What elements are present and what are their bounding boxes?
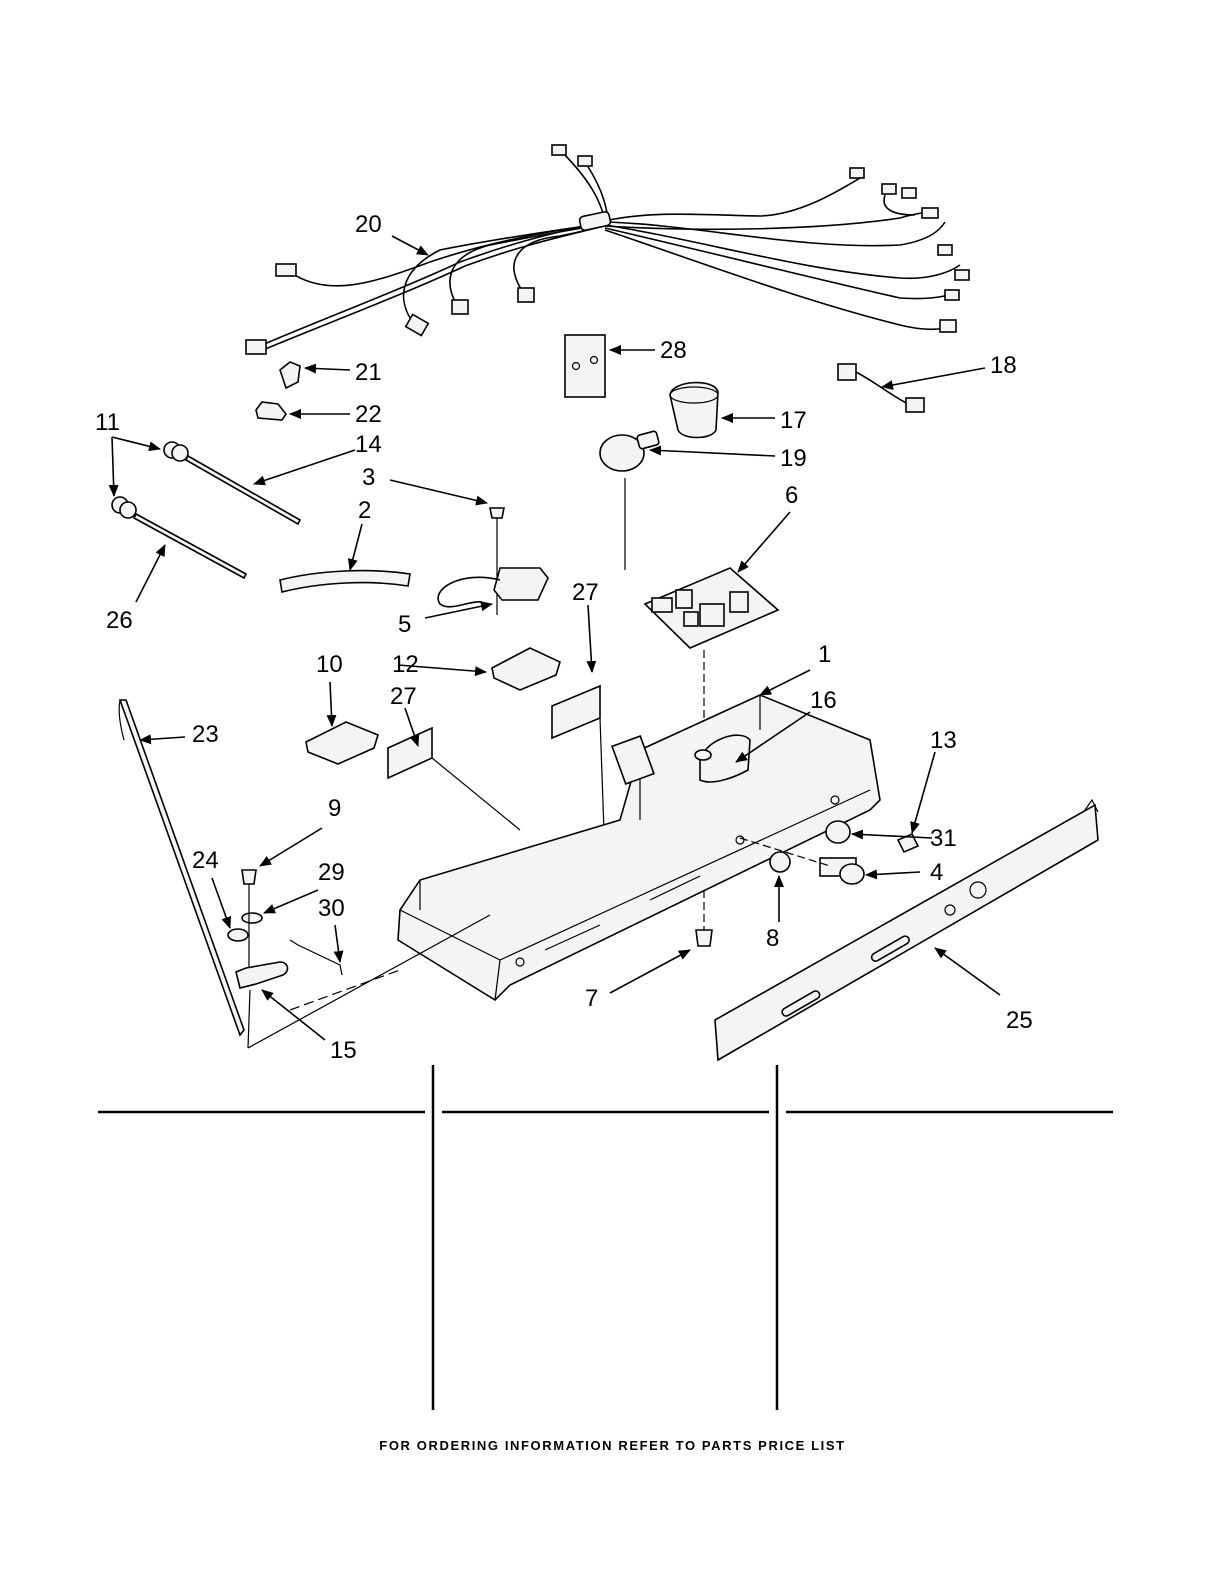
callout-14: 14 xyxy=(355,431,382,458)
callout-11: 11 xyxy=(95,409,120,436)
part-17-socket xyxy=(670,383,718,438)
part-5-switch xyxy=(438,568,548,607)
part-16-grommet xyxy=(695,750,711,760)
ordering-information-note: FOR ORDERING INFORMATION REFER TO PARTS … xyxy=(0,1438,1225,1453)
part-12-bracket xyxy=(492,648,560,690)
wire-harness xyxy=(246,145,969,354)
callout-27a: 27 xyxy=(572,579,599,606)
callout-25: 25 xyxy=(1006,1007,1033,1034)
callout-28: 28 xyxy=(660,337,687,364)
part-7-screw xyxy=(696,890,712,946)
callout-15: 15 xyxy=(330,1037,357,1064)
callout-26: 26 xyxy=(106,607,133,634)
part-21-clip xyxy=(280,362,300,388)
part-31-button xyxy=(826,821,850,843)
callout-1: 1 xyxy=(818,641,831,668)
callout-19: 19 xyxy=(780,445,807,472)
part-28-pad xyxy=(565,335,605,397)
part-8-knob xyxy=(770,852,790,872)
callout-24: 24 xyxy=(192,847,219,874)
callout-12: 12 xyxy=(392,651,419,678)
part-22-bracket xyxy=(256,402,286,420)
callout-4: 4 xyxy=(930,859,943,886)
callout-7: 7 xyxy=(585,985,598,1012)
callout-18: 18 xyxy=(990,352,1017,379)
part-3-screw xyxy=(490,508,504,535)
part-29-washer xyxy=(242,913,262,923)
part-26-rod xyxy=(134,514,246,578)
callout-22: 22 xyxy=(355,401,382,428)
callout-17: 17 xyxy=(780,407,807,434)
part-27-label-a xyxy=(552,686,600,738)
part-18-jumper xyxy=(838,364,924,412)
callout-8: 8 xyxy=(766,925,779,952)
parts-list-grid xyxy=(98,1065,1113,1410)
part-15-hinge xyxy=(236,962,288,988)
callout-6: 6 xyxy=(785,482,798,509)
callout-2: 2 xyxy=(358,497,371,524)
part-2-tube xyxy=(280,571,410,592)
callout-3: 3 xyxy=(362,464,375,491)
part-10-bracket xyxy=(306,722,378,764)
callout-27b: 27 xyxy=(390,683,417,710)
callout-30: 30 xyxy=(318,895,345,922)
callout-13: 13 xyxy=(930,727,957,754)
part-1-housing xyxy=(398,695,880,1000)
callout-5: 5 xyxy=(398,611,411,638)
callout-16: 16 xyxy=(810,687,837,714)
part-9-screw xyxy=(242,870,256,884)
part-30-pin xyxy=(290,940,342,975)
callout-31: 31 xyxy=(930,825,957,852)
part-23-rod xyxy=(120,700,244,1035)
part-11-grommets xyxy=(112,442,188,518)
callout-20: 20 xyxy=(355,211,382,238)
callout-29: 29 xyxy=(318,859,345,886)
callout-23: 23 xyxy=(192,721,219,748)
callout-21: 21 xyxy=(355,359,382,386)
part-27-label-b xyxy=(388,728,432,778)
part-14-rod xyxy=(186,456,300,524)
callout-9: 9 xyxy=(328,795,341,822)
callout-10: 10 xyxy=(316,651,343,678)
part-24-washer xyxy=(228,929,248,941)
part-4-switch xyxy=(820,858,864,884)
